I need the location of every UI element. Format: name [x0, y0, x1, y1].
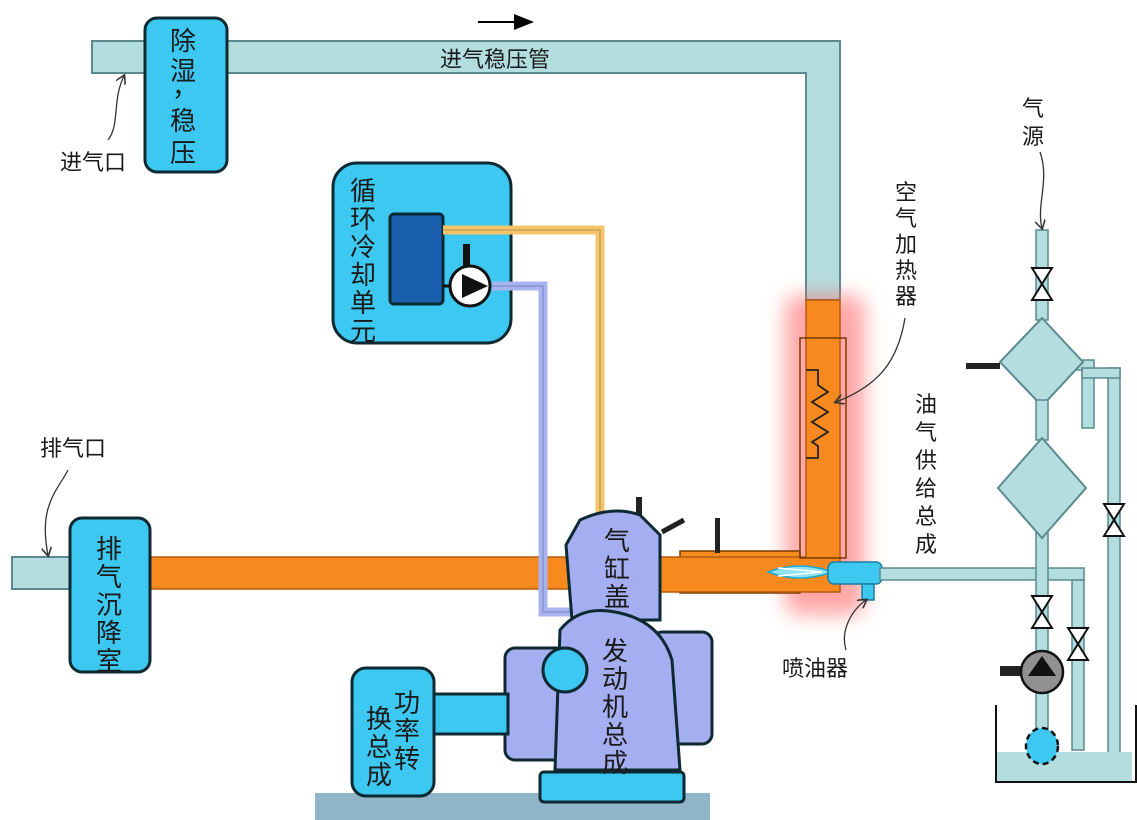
svg-text:源: 源	[1022, 125, 1044, 150]
pump-icon	[443, 244, 492, 308]
svg-text:盖: 盖	[604, 583, 630, 613]
svg-text:器: 器	[895, 285, 917, 310]
supply-pump-icon	[1000, 649, 1065, 695]
valve-icon	[1030, 267, 1126, 661]
heated-air-pipe	[147, 299, 847, 594]
spray-icon	[765, 565, 835, 579]
intake-pointer	[107, 76, 124, 141]
svg-text:功: 功	[394, 689, 420, 719]
injector-label: 喷油器	[782, 657, 848, 682]
fuel-tank	[995, 705, 1137, 783]
svg-text:除: 除	[170, 27, 196, 57]
heater-pointer	[836, 317, 906, 402]
svg-text:加: 加	[895, 233, 917, 258]
svg-text:成: 成	[915, 533, 937, 558]
svg-text:元: 元	[350, 317, 376, 347]
power-conversion-assembly	[350, 666, 510, 798]
svg-text:，: ，	[172, 73, 198, 103]
svg-text:机: 机	[602, 693, 628, 723]
intake-port-label: 进气口	[60, 151, 126, 176]
dehumidifier-label: 除 湿 ， 稳 压	[170, 27, 198, 169]
svg-text:气: 气	[96, 563, 122, 593]
svg-text:成: 成	[602, 749, 628, 779]
engine-assembly-label: 发 动 机 总 成	[602, 637, 628, 779]
sensor-probe-1	[715, 518, 720, 553]
svg-text:湿: 湿	[170, 57, 196, 87]
filter-diamond-upper	[998, 316, 1085, 408]
cooling-unit-label: 循 环 冷 却 单 元	[350, 177, 376, 347]
svg-text:气: 气	[604, 527, 630, 557]
svg-text:单: 单	[350, 289, 376, 319]
svg-text:换: 换	[366, 705, 392, 735]
intake-pipe-label: 进气稳压管	[440, 48, 550, 73]
svg-text:降: 降	[96, 619, 122, 649]
svg-text:热: 热	[895, 259, 917, 284]
svg-text:动: 动	[602, 665, 628, 695]
supply-lines	[879, 229, 1121, 759]
svg-text:空: 空	[895, 181, 917, 206]
svg-text:发: 发	[602, 637, 628, 667]
svg-text:转: 转	[394, 745, 420, 775]
svg-text:缸: 缸	[604, 555, 630, 585]
resistor-icon	[806, 369, 830, 459]
svg-text:排: 排	[96, 535, 122, 565]
svg-text:成: 成	[366, 761, 392, 791]
svg-text:环: 环	[350, 205, 376, 235]
engine-assembly	[503, 608, 714, 804]
exhaust-port-label: 排气口	[40, 437, 106, 462]
svg-text:给: 给	[915, 477, 937, 502]
svg-text:率: 率	[394, 717, 420, 747]
svg-text:冷: 冷	[350, 233, 376, 263]
svg-text:气: 气	[895, 207, 917, 232]
air-heater-label: 空 气 加 热 器	[895, 181, 917, 310]
filter-diamond-lower	[996, 436, 1088, 540]
sensor-probe-3	[660, 517, 686, 535]
gas-source-label: 气 源	[1022, 97, 1044, 150]
svg-text:循: 循	[350, 177, 376, 207]
injector-body	[827, 561, 883, 585]
svg-text:总: 总	[602, 721, 628, 751]
gas-source-pointer	[1040, 151, 1044, 228]
settling-chamber-label: 排 气 沉 降 室	[96, 535, 122, 677]
svg-text:油: 油	[915, 393, 937, 418]
svg-text:沉: 沉	[96, 591, 122, 621]
vent-handle	[966, 363, 1000, 369]
svg-text:稳: 稳	[170, 107, 196, 137]
svg-text:供: 供	[915, 449, 937, 474]
exhaust-pointer	[45, 469, 69, 555]
svg-text:室: 室	[96, 647, 122, 677]
svg-text:总: 总	[915, 505, 937, 530]
power-conversion-label: 功 率 转 换 总 成	[366, 689, 420, 791]
svg-text:压: 压	[170, 139, 196, 169]
sensor-probe-2	[636, 497, 642, 522]
svg-text:气: 气	[915, 421, 937, 446]
injector-pointer	[843, 600, 866, 651]
dehumidifier-box	[143, 16, 229, 174]
oil-gas-supply-label: 油 气 供 给 总 成	[915, 393, 937, 558]
exhaust-outlet-pipe	[11, 556, 75, 590]
coolant-tank	[388, 212, 445, 306]
cylinder-head-label: 气 缸 盖	[604, 527, 630, 613]
svg-text:气: 气	[1022, 97, 1044, 122]
svg-text:总: 总	[366, 733, 392, 763]
svg-text:却: 却	[350, 261, 376, 291]
exhaust-settling-chamber	[68, 516, 152, 674]
injector-nozzle	[861, 583, 875, 601]
